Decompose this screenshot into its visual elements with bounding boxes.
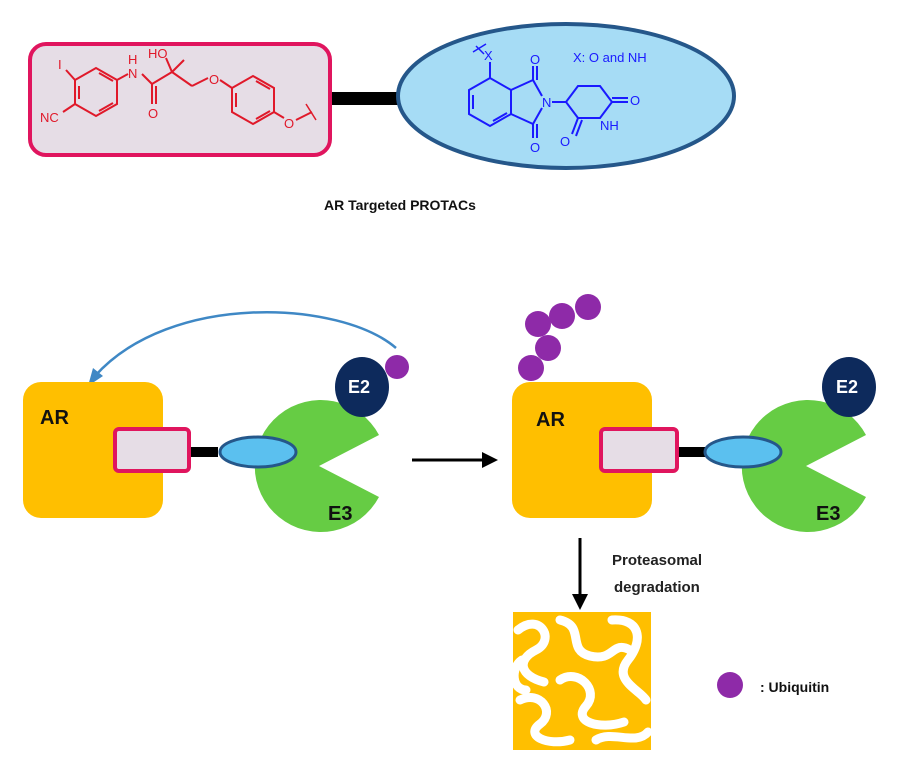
atom-nh: NH bbox=[600, 118, 619, 133]
atom-o-carbonyl: O bbox=[148, 106, 158, 121]
e3-ligand-left bbox=[218, 435, 298, 469]
atom-x: X bbox=[484, 48, 493, 63]
ternary-complex-right: AR E3 E2 bbox=[512, 294, 876, 532]
atom-o-link: O bbox=[284, 116, 294, 131]
degradation-label-line1: Proteasomal bbox=[612, 552, 702, 569]
linker-left bbox=[186, 447, 218, 457]
ubiquitin-chain-4 bbox=[549, 303, 575, 329]
e3-ligase-left bbox=[254, 400, 379, 532]
e3-ligase-right bbox=[741, 400, 866, 532]
e2-enzyme-left bbox=[335, 357, 389, 417]
degradation-label-line2: degradation bbox=[614, 579, 700, 596]
transfer-arrowhead bbox=[88, 368, 103, 386]
ubiquitin-chain-3 bbox=[525, 311, 551, 337]
e3-label-left: E3 bbox=[328, 503, 352, 525]
ar-label-right: AR bbox=[536, 409, 565, 431]
e2-enzyme-right bbox=[822, 357, 876, 417]
transfer-arrow bbox=[94, 310, 397, 377]
degraded-peptides bbox=[509, 612, 653, 750]
warhead-box bbox=[28, 42, 332, 157]
ar-label-left: AR bbox=[40, 407, 69, 429]
ubiquitin-chain-1 bbox=[518, 355, 544, 381]
linker-bar bbox=[328, 92, 404, 105]
e3-ligand-right bbox=[703, 435, 783, 469]
ubiquitin-chain-5 bbox=[575, 294, 601, 320]
atom-o-ether: O bbox=[209, 72, 219, 87]
x-note: X: O and NH bbox=[573, 50, 647, 65]
e3-label-right: E3 bbox=[816, 503, 840, 525]
legend-ubiquitin-label: : Ubiquitin bbox=[760, 679, 829, 695]
protac-caption: AR Targeted PROTACs bbox=[324, 197, 476, 213]
warhead-structure bbox=[62, 57, 317, 126]
atom-o-right: O bbox=[630, 93, 640, 108]
atom-o-bottom: O bbox=[530, 140, 540, 155]
warhead-right bbox=[599, 427, 679, 473]
atom-ho: HO bbox=[148, 46, 168, 61]
linker-right bbox=[674, 447, 708, 457]
atom-n-imide: N bbox=[542, 95, 551, 110]
e2-label-right: E2 bbox=[836, 377, 858, 397]
ubiquitin-transferring bbox=[385, 355, 409, 379]
ubiquitin-legend: : Ubiquitin bbox=[717, 672, 829, 698]
degradation-arrow bbox=[572, 538, 588, 610]
ar-protein-right bbox=[512, 382, 652, 518]
atom-o-top: O bbox=[530, 52, 540, 67]
ar-protein-left bbox=[23, 382, 163, 518]
process-arrow bbox=[412, 452, 498, 468]
atom-o-left: O bbox=[560, 134, 570, 149]
atom-h-amide: H bbox=[128, 52, 137, 67]
e3-ligand-ellipse bbox=[396, 22, 736, 170]
atom-n-amide: N bbox=[128, 66, 137, 81]
warhead-left bbox=[113, 427, 191, 473]
atom-i: I bbox=[58, 57, 62, 72]
ligand-structure bbox=[468, 43, 628, 138]
ternary-complex-left: AR E3 E2 bbox=[23, 310, 409, 532]
protac-structure: I NC N H HO O O O bbox=[28, 22, 736, 170]
e2-label-left: E2 bbox=[348, 377, 370, 397]
ubiquitin-chain-2 bbox=[535, 335, 561, 361]
atom-nc: NC bbox=[40, 110, 59, 125]
legend-ubiquitin-swatch bbox=[717, 672, 743, 698]
